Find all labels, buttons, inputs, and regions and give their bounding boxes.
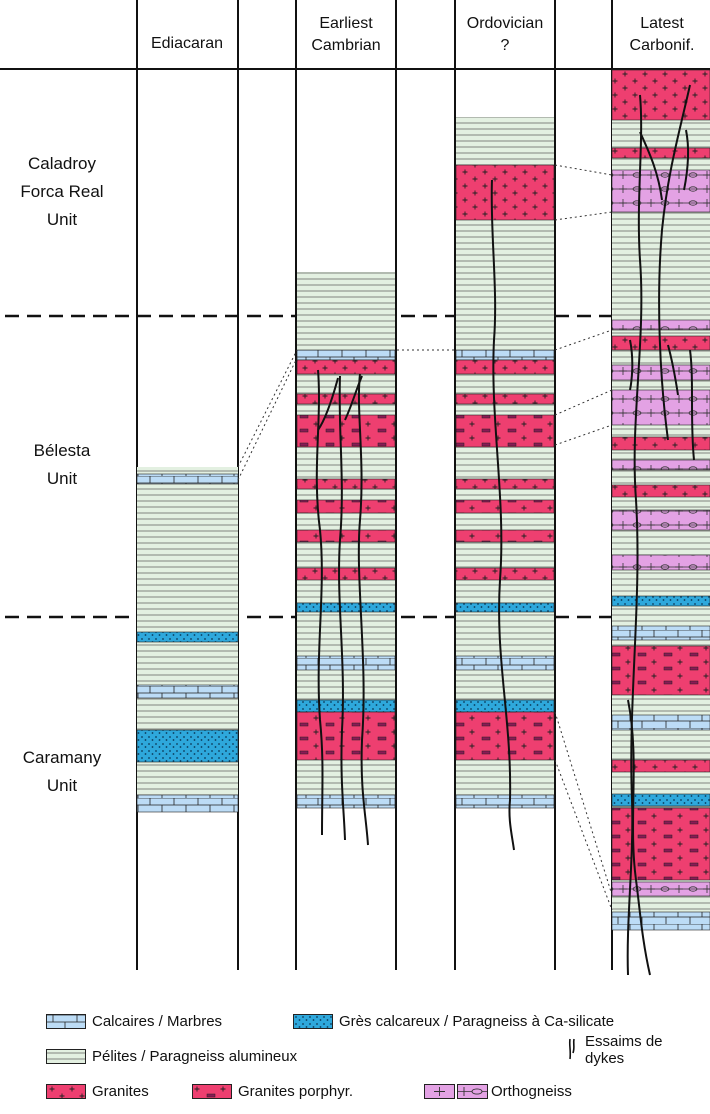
layer-porph [297,712,395,760]
layer-cal [297,656,395,670]
legend-dykes-label: Essaims de dykes [585,1033,665,1067]
layer-gres [456,603,554,612]
layer-ortho [612,320,710,330]
unit-caladroy-line3: Unit [47,210,78,229]
layer-gran [297,479,395,489]
gres-swatch [293,1014,333,1029]
correlation-line [238,350,297,467]
header-carbonif-line1: Latest [640,15,684,32]
header-ordovician-line2: ? [501,37,510,54]
legend-gres: Grès calcareux / Paragneiss à Ca-silicat… [293,1013,614,1030]
legend-pelites: Pélites / Paragneiss alumineux [46,1048,297,1065]
header-ordovician-line1: Ordovician [467,15,543,32]
layer-gran [612,148,710,158]
layer-cal [456,350,554,360]
layer-gres [137,632,238,642]
layer-porph [456,530,554,542]
layer-cal [297,350,395,360]
unit-caramany-line1: Caramany [23,748,102,767]
correlation-line [238,358,297,480]
layer-gres [297,700,395,712]
unit-caladroy-line2: Forca Real [20,182,103,201]
layer-ortho [612,390,710,425]
layer-ortho [612,555,710,570]
unit-caramany-line2: Unit [47,776,78,795]
legend-pelites-label: Pélites / Paragneiss alumineux [92,1048,297,1065]
legend-granites-porphyr-label: Granites porphyr. [238,1083,353,1100]
correlation-line [555,425,612,445]
layer-gran [297,360,395,374]
layer-cal [297,795,395,808]
legend-granites: Granites [46,1083,149,1100]
layer-gran [456,360,554,374]
layer-gran [612,760,710,772]
layer-porph [612,646,710,695]
layer-gran [456,165,554,220]
legend-orthogneiss: Orthogneiss [424,1083,572,1100]
layer-gres [297,603,395,612]
layer-cal [456,795,554,808]
layer-ortho [612,460,710,470]
layer-cal [612,626,710,640]
layer-cal [612,912,710,930]
layer-porph [456,712,554,760]
layer-porph [612,808,710,880]
orthogneiss-swatch [424,1084,488,1099]
pelites-swatch [46,1049,86,1064]
layer-porph [456,415,554,447]
unit-belesta-line2: Unit [47,469,78,488]
unit-belesta-line1: Bélesta [34,441,91,460]
layer-gran [297,568,395,580]
correlation-line [555,712,612,895]
header-ediacaran: Ediacaran [151,35,223,52]
layer-cal [612,715,710,730]
legend-dykes: Essaims de dykes [565,1033,665,1067]
legend-granites-label: Granites [92,1083,149,1100]
correlation-line [555,760,612,910]
layer-cal [137,474,238,484]
column-cambrian [297,272,395,808]
legend: Calcaires / Marbres Grès calcareux / Par… [0,1005,710,1114]
granites-porphyr-swatch [192,1084,232,1099]
column-ediacaran [137,467,238,812]
layer-gran [456,568,554,580]
layer-gran [612,437,710,450]
layer-gran [297,394,395,404]
layer-porph [456,500,554,513]
stratigraphic-columns [137,70,710,930]
header-carbonif-line2: Carbonif. [630,37,695,54]
layer-porph [297,530,395,542]
layer-cal [137,685,238,698]
calcaires-swatch [46,1014,86,1029]
layer-gran [612,485,710,497]
header-cambrian-line2: Cambrian [311,37,380,54]
unit-caladroy-line1: Caladroy [28,154,97,173]
correlation-line [555,390,612,415]
layer-gran [456,394,554,404]
legend-gres-label: Grès calcareux / Paragneiss à Ca-silicat… [339,1013,614,1030]
correlation-line [555,212,612,220]
layer-gres [612,794,710,806]
legend-orthogneiss-label: Orthogneiss [491,1083,572,1100]
correlation-line [555,165,612,175]
layer-cal [456,656,554,670]
legend-calcaires: Calcaires / Marbres [46,1013,222,1030]
legend-granites-porphyr: Granites porphyr. [192,1083,353,1100]
layer-ortho [612,510,710,530]
layer-gran [612,70,710,120]
layer-porph [297,500,395,513]
header-cambrian-line1: Earliest [319,15,373,32]
layer-gran [456,479,554,489]
legend-calcaires-label: Calcaires / Marbres [92,1013,222,1030]
granites-swatch [46,1084,86,1099]
layer-cal [137,795,238,812]
dyke-swarm-icon [565,1037,579,1061]
layer-gres [612,596,710,606]
unit-labels: Caladroy Forca Real Unit Bélesta Unit Ca… [20,154,103,795]
correlation-line [555,330,612,350]
layer-gres [137,730,238,762]
layer-ortho [612,882,710,896]
